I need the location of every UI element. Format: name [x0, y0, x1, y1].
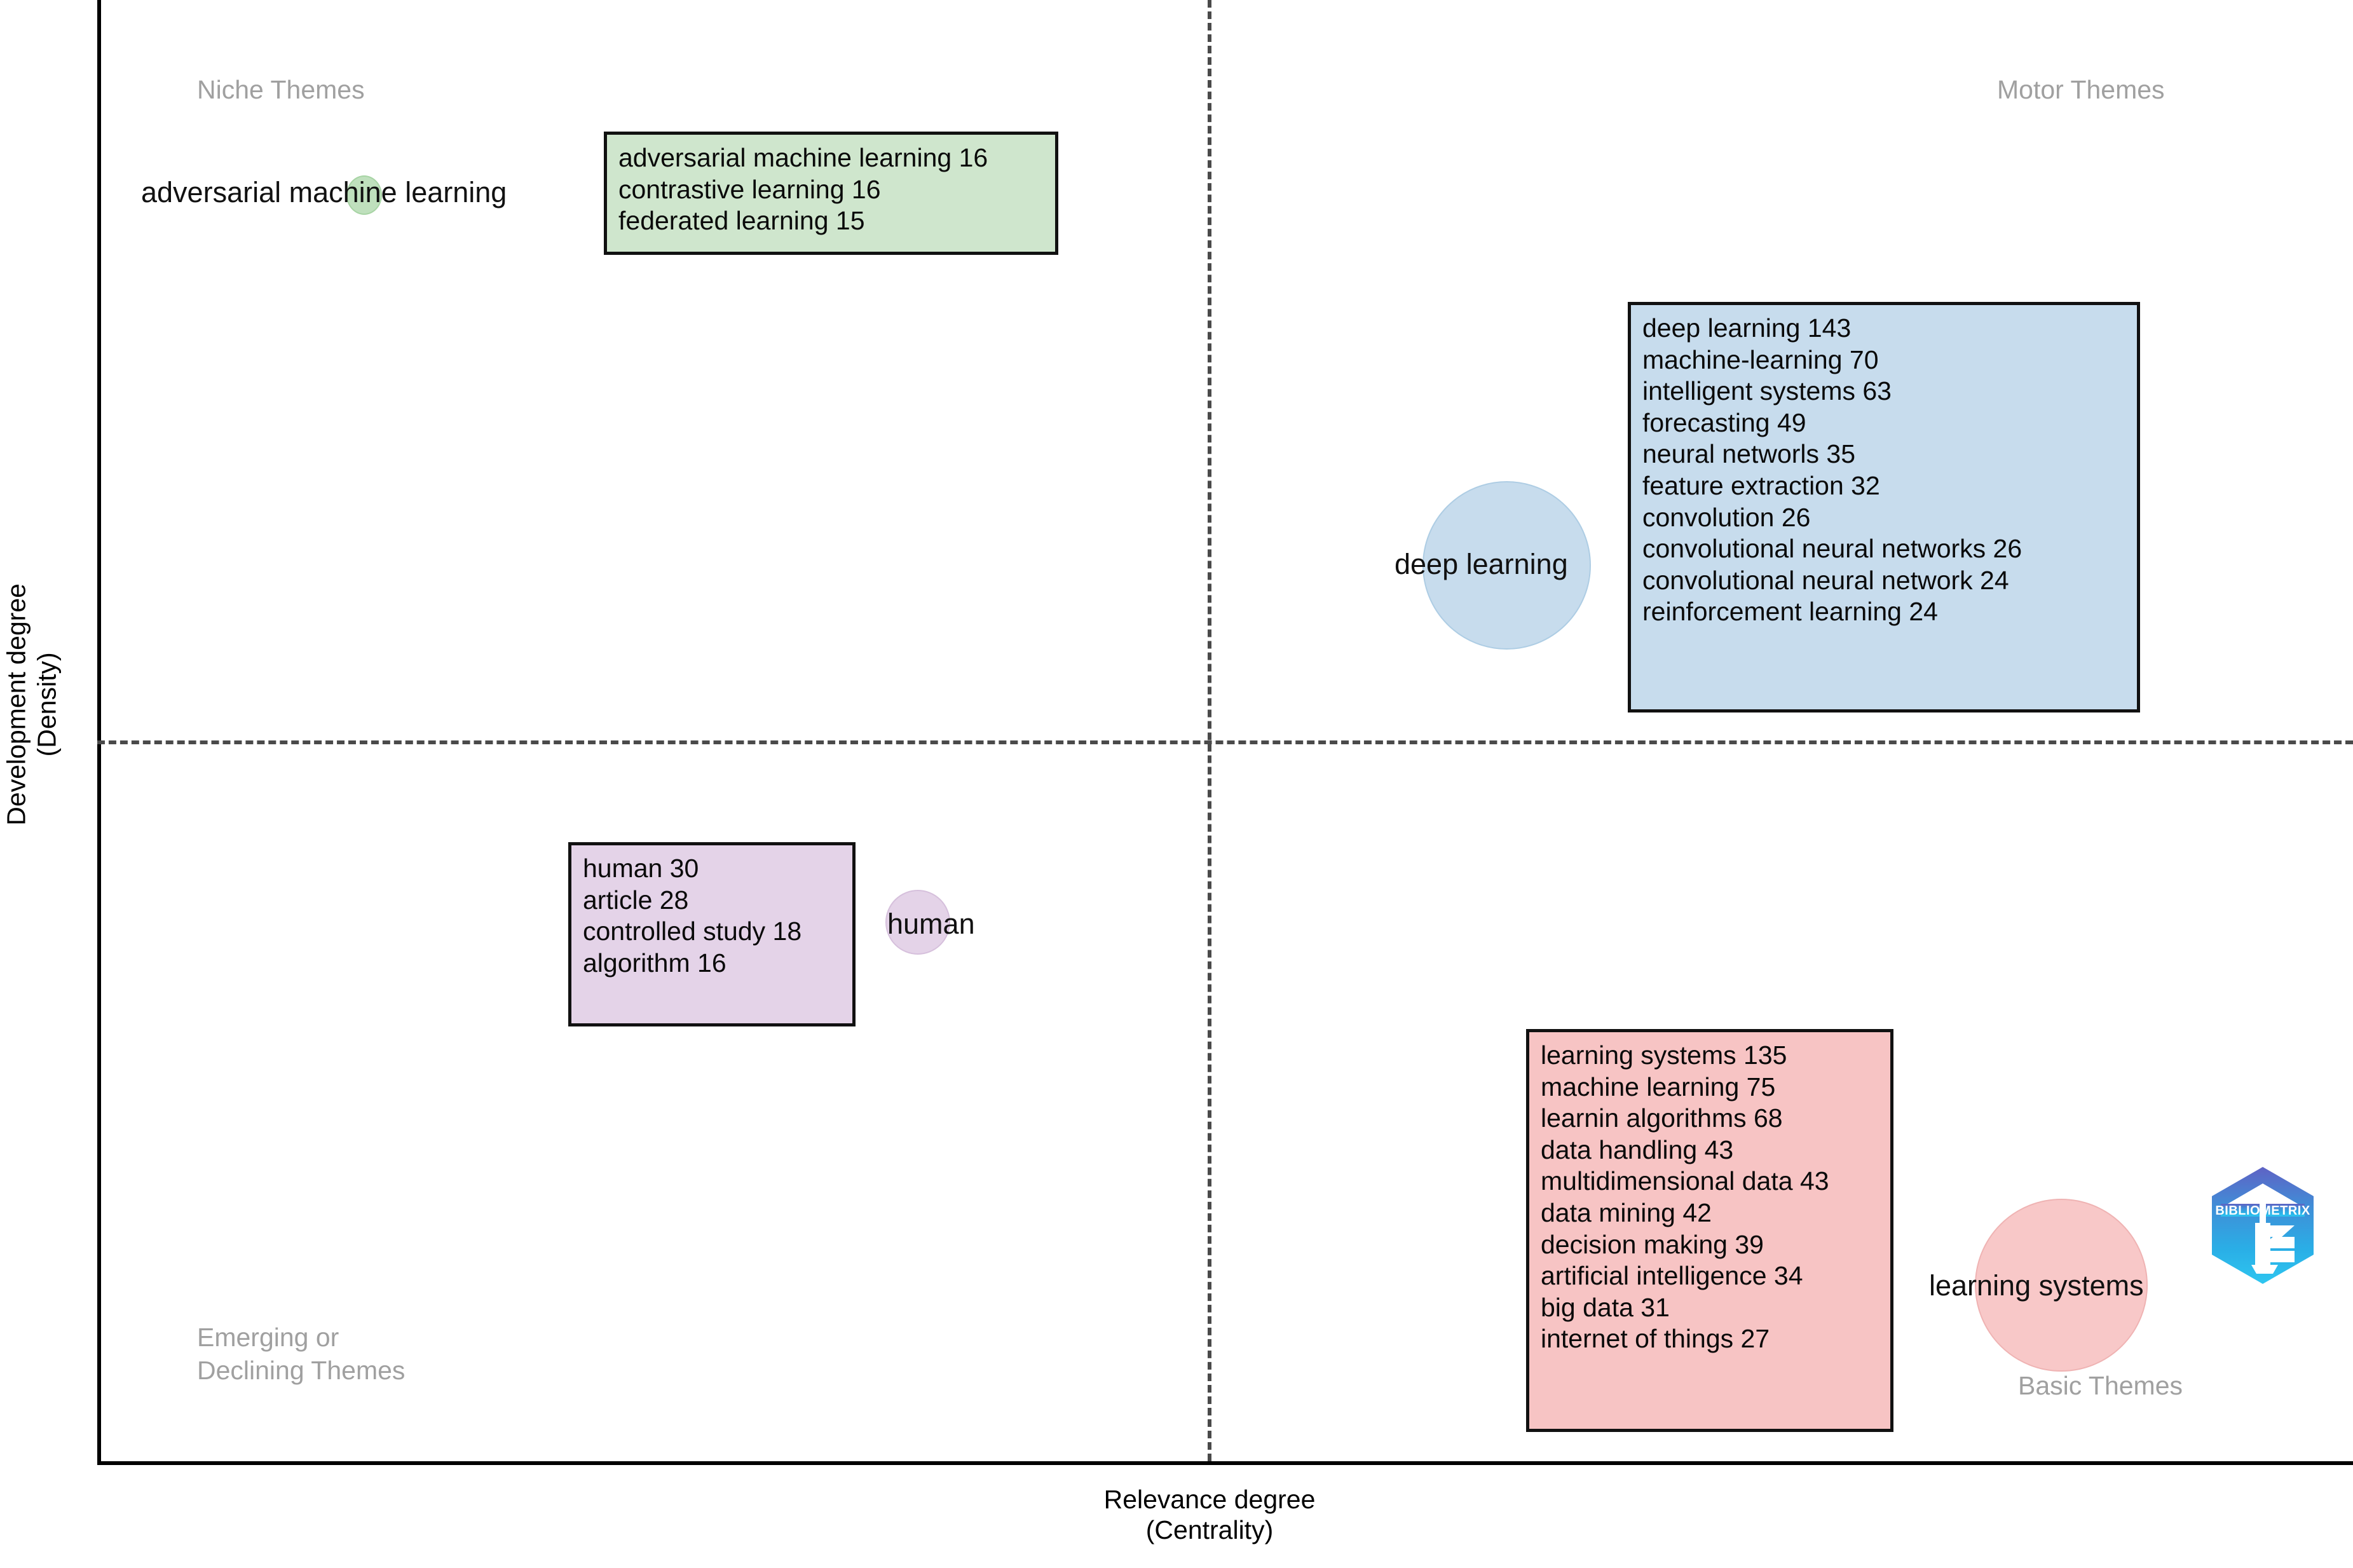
- bubble-human[interactable]: [885, 890, 950, 955]
- x-axis-title: Relevance degree (Centrality): [1103, 1485, 1316, 1545]
- term-box-human: human 30 article 28 controlled study 18 …: [568, 842, 856, 1026]
- bubble-learning-systems[interactable]: [1975, 1199, 2148, 1372]
- term-box-deep-learning: deep learning 143 machine-learning 70 in…: [1628, 302, 2140, 712]
- x-axis-line: [97, 1461, 2353, 1465]
- bubble-label-adversarial-machine-learning: adversarial machine learning: [141, 176, 507, 208]
- quadrant-label-motor-themes: Motor Themes: [1997, 75, 2165, 104]
- term-box-adversarial-machine-learning: adversarial machine learning 16 contrast…: [604, 132, 1058, 255]
- term-box-learning-systems: learning systems 135 machine learning 75…: [1526, 1029, 1893, 1432]
- bubble-label-human: human: [887, 908, 975, 940]
- vertical-quadrant-divider: [1208, 0, 1211, 1461]
- quadrant-label-emerging-declining-themes: Emerging or Declining Themes: [197, 1323, 406, 1386]
- y-axis-title: Development degree (Density): [1, 583, 62, 826]
- bibliometrix-logo: BIBLIOMETRIX: [2207, 1164, 2319, 1286]
- bubble-label-learning-systems: learning systems: [1929, 1269, 2144, 1302]
- horizontal-quadrant-divider: [97, 740, 2353, 744]
- bubble-deep-learning[interactable]: [1422, 481, 1591, 650]
- quadrant-label-niche-themes: Niche Themes: [197, 75, 365, 104]
- bubble-adversarial-machine-learning[interactable]: [346, 175, 382, 215]
- bubble-label-deep-learning: deep learning: [1395, 548, 1568, 580]
- quadrant-label-basic-themes: Basic Themes: [2018, 1371, 2183, 1400]
- y-axis-line: [97, 0, 101, 1465]
